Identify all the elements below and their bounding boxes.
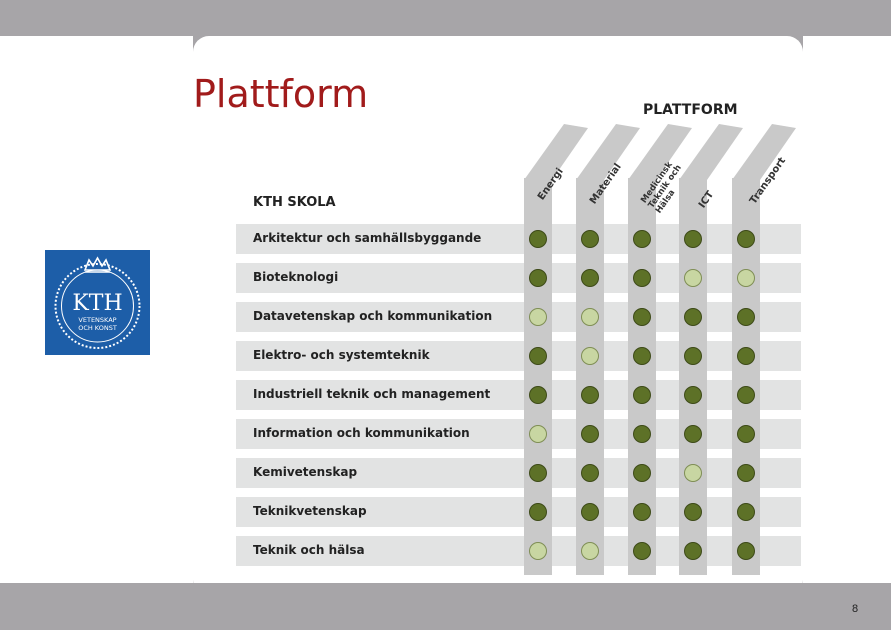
slide-title: Plattform xyxy=(193,72,369,116)
level-dot-dark xyxy=(684,230,702,248)
level-dot-dark xyxy=(581,386,599,404)
bottom-bar xyxy=(0,583,891,630)
level-dot-dark xyxy=(581,425,599,443)
level-dot-dark xyxy=(633,503,651,521)
level-dot-dark xyxy=(737,230,755,248)
column-cap-3 xyxy=(628,124,692,180)
level-dot-dark xyxy=(633,347,651,365)
level-dot-dark xyxy=(529,386,547,404)
row-label: Kemivetenskap xyxy=(253,465,358,479)
level-dot-dark xyxy=(684,308,702,326)
level-dot-dark xyxy=(737,464,755,482)
top-strip xyxy=(0,0,891,36)
level-dot-dark xyxy=(633,425,651,443)
level-dot-dark xyxy=(581,503,599,521)
level-dot-dark xyxy=(737,386,755,404)
level-dot-dark xyxy=(737,347,755,365)
level-dot-light xyxy=(529,425,547,443)
level-dot-dark xyxy=(684,347,702,365)
level-dot-light xyxy=(684,269,702,287)
logo-line2: OCH KONST xyxy=(78,324,117,332)
right-panel xyxy=(803,36,891,596)
plattform-header: PLATTFORM xyxy=(643,102,738,118)
kth-seal-icon: KTH VETENSKAP OCH KONST xyxy=(54,256,141,349)
level-dot-dark xyxy=(529,464,547,482)
row-label: Information och kommunikation xyxy=(253,426,470,440)
level-dot-dark xyxy=(737,542,755,560)
level-dot-dark xyxy=(529,230,547,248)
row-label: Datavetenskap och kommunikation xyxy=(253,309,493,323)
level-dot-dark xyxy=(737,503,755,521)
column-cap-5 xyxy=(732,124,796,180)
row-label: Industriell teknik och management xyxy=(253,387,491,401)
column-cap-1 xyxy=(524,124,588,180)
level-dot-dark xyxy=(633,269,651,287)
column-cap-2 xyxy=(576,124,640,180)
level-dot-light xyxy=(581,347,599,365)
level-dot-light xyxy=(581,542,599,560)
row-label: Teknik och hälsa xyxy=(253,543,365,557)
row-label: Teknikvetenskap xyxy=(253,504,367,518)
level-dot-dark xyxy=(633,308,651,326)
level-dot-dark xyxy=(633,464,651,482)
level-dot-dark xyxy=(581,230,599,248)
level-dot-dark xyxy=(633,386,651,404)
logo-kth-text: KTH xyxy=(72,291,122,316)
level-dot-dark xyxy=(529,503,547,521)
level-dot-dark xyxy=(581,269,599,287)
level-dot-light xyxy=(581,308,599,326)
row-label: Elektro- och systemteknik xyxy=(253,348,430,362)
level-dot-dark xyxy=(737,425,755,443)
level-dot-dark xyxy=(633,230,651,248)
level-dot-dark xyxy=(529,269,547,287)
column-cap-4 xyxy=(679,124,743,180)
level-dot-light xyxy=(684,464,702,482)
row-label: Bioteknologi xyxy=(253,270,339,284)
row-label: Arkitektur och samhällsbyggande xyxy=(253,231,482,245)
level-dot-light xyxy=(737,269,755,287)
level-dot-dark xyxy=(684,386,702,404)
level-dot-light xyxy=(529,542,547,560)
kth-logo: KTH VETENSKAP OCH KONST xyxy=(45,250,150,355)
level-dot-dark xyxy=(581,464,599,482)
level-dot-dark xyxy=(633,542,651,560)
level-dot-dark xyxy=(684,503,702,521)
level-dot-dark xyxy=(684,542,702,560)
level-dot-dark xyxy=(529,347,547,365)
page-number: 8 xyxy=(852,603,859,615)
logo-line1: VETENSKAP xyxy=(78,316,116,324)
level-dot-dark xyxy=(684,425,702,443)
kth-skola-header: KTH SKOLA xyxy=(253,195,336,210)
level-dot-dark xyxy=(737,308,755,326)
level-dot-light xyxy=(529,308,547,326)
